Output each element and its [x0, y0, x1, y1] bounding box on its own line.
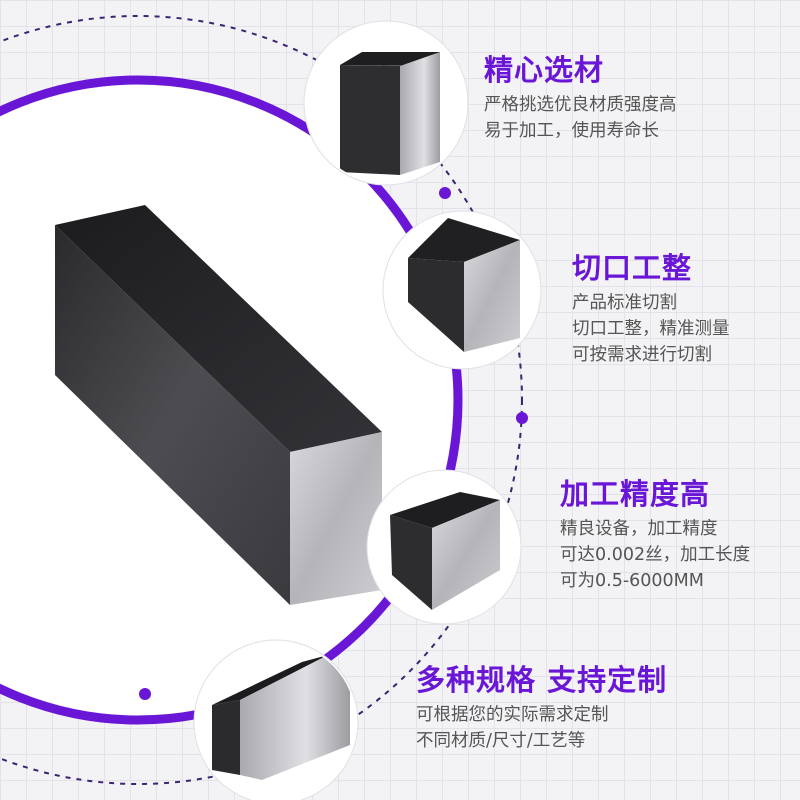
feature-precision: 加工精度高 精良设备，加工精度 可达0.002丝，加工长度 可为0.5-6000… — [560, 476, 750, 594]
ring-dot — [516, 412, 528, 424]
feature-text: 精良设备，加工精度 — [560, 519, 718, 539]
detail-photo-2 — [382, 210, 542, 370]
feature-text: 可根据您的实际需求定制 — [416, 705, 609, 725]
bar-end-face — [290, 432, 382, 605]
detail-photo-1 — [303, 20, 469, 186]
main-steel-bar — [55, 205, 382, 605]
bar-side-face — [55, 225, 290, 605]
feature-title: 加工精度高 — [560, 477, 711, 511]
detail-photo-3 — [366, 469, 522, 625]
ring-dot — [139, 688, 151, 700]
feature-text: 严格挑选优良材质强度高 — [484, 95, 677, 115]
purple-ring — [0, 75, 463, 725]
feature-text: 可按需求进行切割 — [572, 345, 712, 365]
outer-dashed-ring — [0, 15, 523, 785]
feature-title: 多种规格 支持定制 — [416, 663, 668, 697]
feature-text: 产品标准切割 — [572, 293, 677, 313]
feature-cutting: 切口工整 产品标准切割 切口工整，精准测量 可按需求进行切割 — [572, 250, 730, 368]
feature-custom: 多种规格 支持定制 可根据您的实际需求定制 不同材质/尺寸/工艺等 — [416, 662, 667, 754]
ring-dot — [439, 187, 451, 199]
feature-title: 切口工整 — [572, 251, 693, 285]
feature-material: 精心选材 严格挑选优良材质强度高 易于加工，使用寿命长 — [484, 52, 677, 144]
feature-title: 精心选材 — [484, 53, 605, 87]
feature-text: 切口工整，精准测量 — [572, 319, 730, 339]
feature-text: 不同材质/尺寸/工艺等 — [416, 731, 586, 751]
feature-text: 易于加工，使用寿命长 — [484, 121, 659, 141]
bar-top-face — [55, 205, 382, 452]
feature-text: 可为0.5-6000MM — [560, 571, 704, 591]
detail-photo-4 — [193, 639, 359, 800]
feature-text: 可达0.002丝，加工长度 — [560, 545, 751, 565]
